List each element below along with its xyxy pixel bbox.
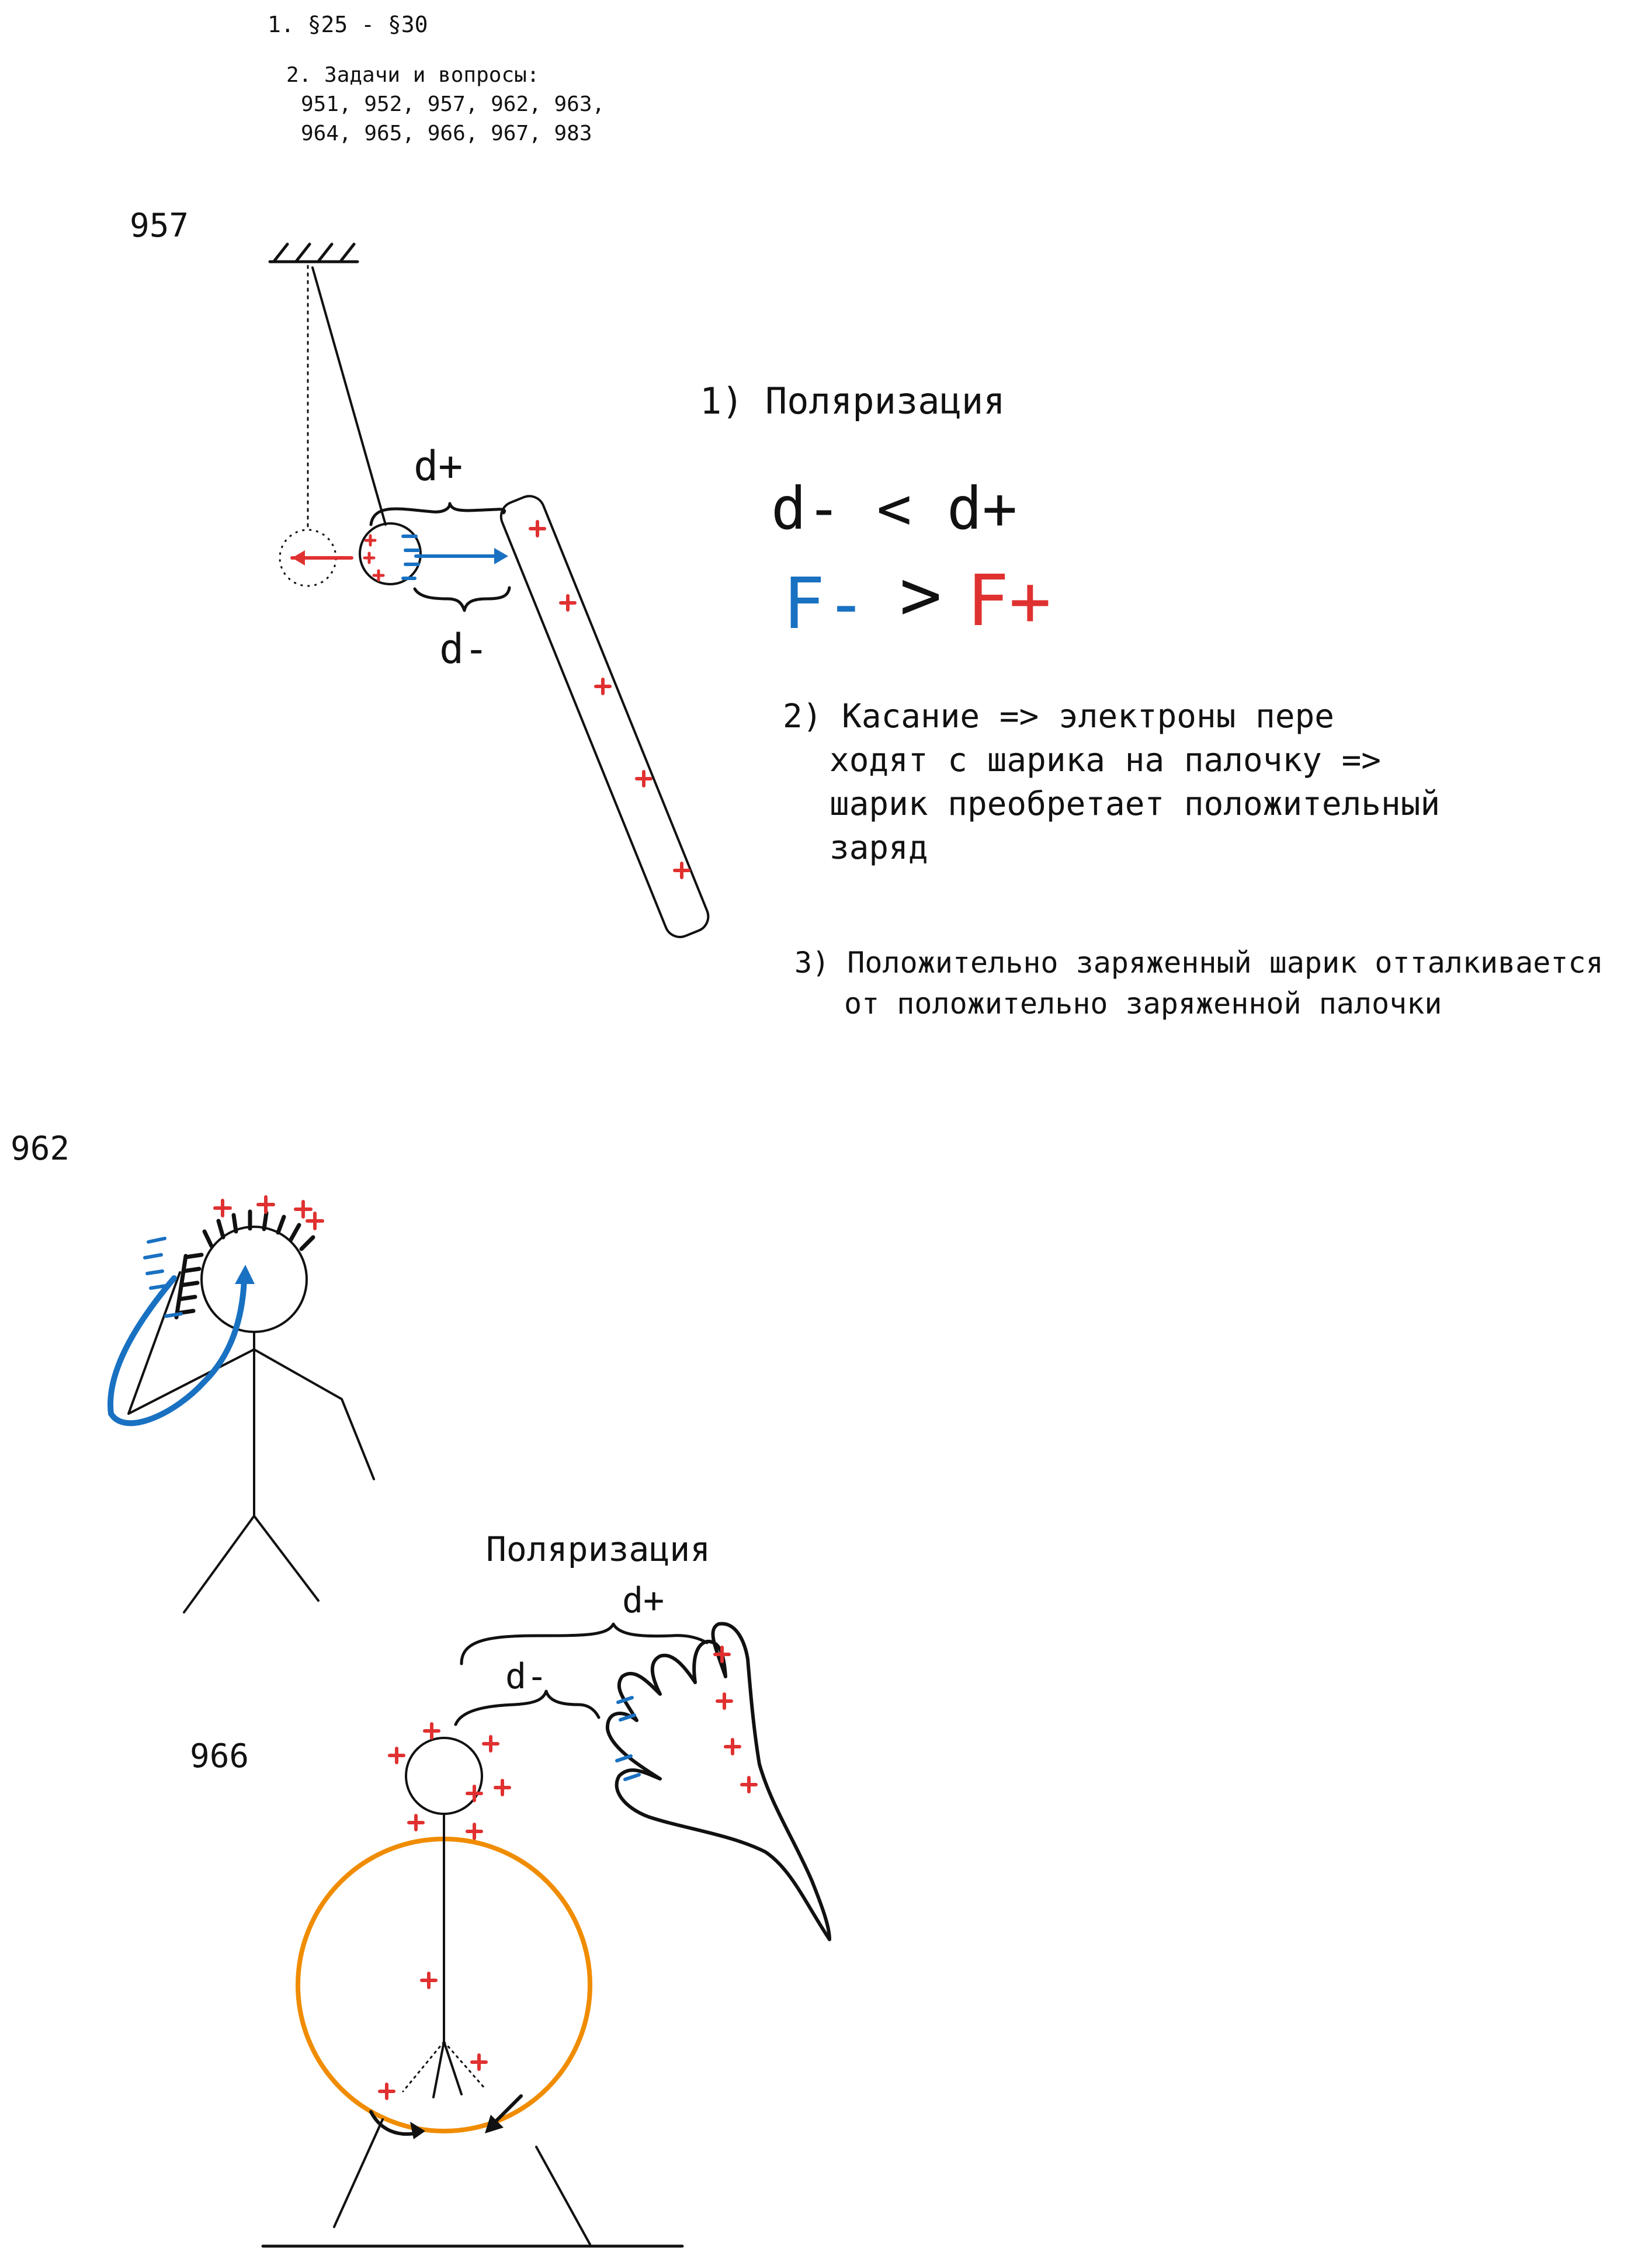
minus-charge-icon [143, 1237, 183, 1318]
electroscope-ball [405, 1737, 483, 1815]
minus-charge-icon [615, 1696, 641, 1781]
figure-right-arm [253, 1348, 375, 1480]
figure-right-leg [253, 1515, 320, 1602]
pendulum-thread [311, 266, 387, 526]
minus-charge-icon [401, 535, 420, 580]
task-957: 957 [130, 207, 1604, 1021]
force-comparison-sign: > [900, 555, 942, 636]
force-arrow-icon [235, 1265, 255, 1284]
inequality-force: F- > F+ [783, 555, 1051, 645]
d-minus-label: d- [439, 625, 488, 673]
d-minus-brace [413, 586, 511, 612]
task-957-number: 957 [130, 207, 189, 245]
task-966: 966 Поляризация d+ d- [190, 1529, 831, 2248]
electroscope-leaf-right [443, 2041, 463, 2095]
leaf-deflection-left [402, 2041, 445, 2093]
force-arrow-icon [369, 2094, 523, 2139]
d-minus-label: d- [505, 1656, 547, 1697]
step2-line3: шарик преобретает положительный [830, 785, 1440, 823]
comb [174, 1252, 204, 1320]
electroscope-leaf-left [432, 2041, 445, 2098]
d-plus-brace [369, 502, 506, 526]
homework-tasks-list-1: 951, 952, 957, 962, 963, [301, 92, 605, 116]
step3-line2: от положительно заряженной палочки [844, 987, 1442, 1021]
homework-notes: 1. §25 - §30 2. Задачи и вопросы: 951, 9… [268, 12, 605, 145]
plus-charge-icon [378, 1972, 488, 2100]
step1-title: 1) Поляризация [700, 380, 1005, 422]
d-plus-label: d+ [414, 442, 463, 490]
step3-line1: 3) Положительно заряженный шарик отталки… [794, 946, 1604, 980]
force-positive-label: F+ [967, 561, 1051, 642]
figure-left-leg [183, 1515, 255, 1613]
stand-right-leg [535, 2146, 591, 2246]
homework-tasks-heading: 2. Задачи и вопросы: [286, 63, 539, 87]
figure-head [200, 1226, 308, 1333]
pendulum-ball [359, 522, 422, 585]
plus-charge-icon [388, 1722, 511, 1840]
homework-tasks-list-2: 964, 965, 966, 967, 983 [301, 122, 592, 145]
step2-line4: заряд [830, 829, 928, 867]
plus-charge-icon [713, 1646, 758, 1793]
ceiling-mount [268, 242, 359, 263]
step2-line1: 2) Касание => электроны пере [783, 698, 1334, 735]
d-plus-brace [460, 1622, 709, 1665]
charged-rod [499, 495, 710, 938]
task-962-number: 962 [11, 1130, 70, 1168]
task-966-title: Поляризация [486, 1529, 710, 1569]
task-962: 962 [11, 1130, 375, 1613]
stand-left-leg [333, 2118, 384, 2228]
leaf-deflection-right [443, 2041, 486, 2090]
force-arrow-icon [290, 548, 508, 565]
task-966-number: 966 [190, 1737, 249, 1775]
figure-hair [202, 1209, 315, 1251]
step2-line2: ходят с шарика на палочку => [830, 741, 1381, 779]
plus-charge-icon [213, 1195, 324, 1230]
d-plus-label: d+ [622, 1580, 664, 1621]
plus-charge-icon [363, 534, 385, 582]
plus-charge-icon [529, 520, 690, 879]
d-minus-brace [454, 1689, 601, 1726]
homework-paragraphs: 1. §25 - §30 [268, 12, 428, 37]
combing-motion-arrow [107, 1275, 247, 1427]
approaching-hand [605, 1622, 831, 1941]
inequality-distance: d- < d+ [771, 474, 1017, 543]
force-negative-label: F- [783, 564, 867, 645]
